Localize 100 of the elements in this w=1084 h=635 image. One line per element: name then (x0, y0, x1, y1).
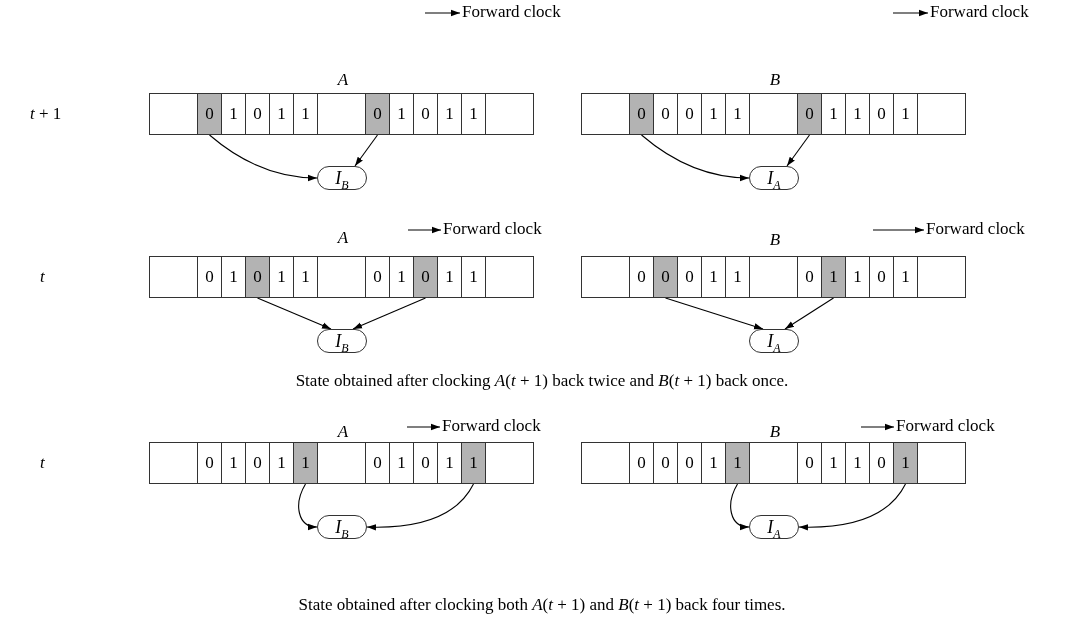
arrow (784, 297, 835, 330)
row-label: B (769, 70, 781, 90)
register-cell (149, 442, 198, 484)
register-cell: 1 (701, 256, 726, 298)
direction-label: Forward clock (462, 2, 561, 22)
register-cell: 1 (725, 442, 750, 484)
arrow (786, 134, 811, 167)
register-cell: 1 (821, 442, 846, 484)
register-cell: 0 (677, 93, 702, 135)
register-cell (749, 93, 798, 135)
register-cell (917, 256, 966, 298)
rounded-box: I$_{B}$ (317, 515, 367, 539)
register-cell: 1 (893, 93, 918, 135)
row-label: B (769, 422, 781, 442)
register-cell (581, 256, 630, 298)
register-cell: 1 (221, 93, 246, 135)
caption: State obtained after clocking both A(t + 1) and B(t + 1) back four times. (298, 595, 786, 615)
register-cell: 1 (461, 442, 486, 484)
register-cell: 1 (437, 93, 462, 135)
register-cell: 0 (653, 442, 678, 484)
register-cell (749, 442, 798, 484)
register-cell (149, 93, 198, 135)
register-cell: 0 (365, 256, 390, 298)
register-cell: 0 (365, 93, 390, 135)
arrow (640, 134, 750, 181)
register-cell: 1 (893, 256, 918, 298)
register-cell: 0 (677, 442, 702, 484)
register-cell: 0 (653, 256, 678, 298)
register-cell: 0 (869, 442, 894, 484)
arrow (798, 483, 907, 531)
register-cell: 1 (725, 256, 750, 298)
rounded-box: I$_{A}$ (749, 329, 799, 353)
direction-label: Forward clock (926, 219, 1025, 239)
register-cell: 0 (197, 93, 222, 135)
arrow (354, 134, 379, 167)
row-label: A (337, 70, 349, 90)
register-cell: 1 (461, 256, 486, 298)
register-cell: 1 (821, 93, 846, 135)
register-cell: 1 (389, 442, 414, 484)
rounded-box: I$_{B}$ (317, 329, 367, 353)
rounded-box: I$_{A}$ (749, 166, 799, 190)
direction-label: Forward clock (896, 416, 995, 436)
register-cell: 0 (869, 256, 894, 298)
register-cell: 0 (677, 256, 702, 298)
register-cell: 0 (629, 442, 654, 484)
register-cell: 1 (725, 93, 750, 135)
register-cell (581, 442, 630, 484)
arrow (664, 297, 764, 330)
register-cell: 0 (197, 442, 222, 484)
register-cell: 0 (869, 93, 894, 135)
register-cell: 1 (701, 442, 726, 484)
register-cell: 1 (389, 256, 414, 298)
arrow (208, 134, 318, 181)
register-cell: 0 (197, 256, 222, 298)
register-cell: 0 (365, 442, 390, 484)
register-cell: 1 (293, 93, 318, 135)
register-cell (581, 93, 630, 135)
register-cell: 1 (893, 442, 918, 484)
register-cell: 1 (845, 93, 870, 135)
register-cell: 1 (821, 256, 846, 298)
arrow (256, 297, 332, 330)
rounded-box: I$_{A}$ (749, 515, 799, 539)
register-cell: 1 (221, 256, 246, 298)
direction-label: Forward clock (442, 416, 541, 436)
register-cell: 1 (269, 256, 294, 298)
row-label: t (40, 453, 45, 473)
register-cell: 1 (389, 93, 414, 135)
register-cell (317, 442, 366, 484)
register-cell (149, 256, 198, 298)
register-cell: 1 (701, 93, 726, 135)
register-cell: 1 (269, 442, 294, 484)
row-label: t + 1 (30, 104, 62, 124)
register-cell: 0 (245, 256, 270, 298)
row-label: B (769, 230, 781, 250)
register-cell: 0 (653, 93, 678, 135)
register-cell (485, 93, 534, 135)
caption: State obtained after clocking A(t + 1) back twice and B(t + 1) back once. (295, 371, 789, 391)
register-cell: 1 (221, 442, 246, 484)
register-cell (317, 256, 366, 298)
arrow (730, 483, 750, 530)
arrow (366, 483, 475, 531)
register-cell: 1 (437, 256, 462, 298)
register-cell: 1 (845, 442, 870, 484)
register-cell: 0 (245, 442, 270, 484)
register-cell: 1 (293, 442, 318, 484)
register-cell (485, 256, 534, 298)
rounded-box: I$_{B}$ (317, 166, 367, 190)
register-cell: 1 (461, 93, 486, 135)
row-label: A (337, 228, 349, 248)
register-cell (917, 442, 966, 484)
register-cell: 0 (797, 93, 822, 135)
register-cell: 0 (629, 256, 654, 298)
direction-label: Forward clock (443, 219, 542, 239)
register-cell: 0 (797, 442, 822, 484)
register-cell: 0 (797, 256, 822, 298)
arrow (352, 297, 427, 330)
register-cell: 1 (437, 442, 462, 484)
register-cell: 0 (629, 93, 654, 135)
register-cell: 1 (845, 256, 870, 298)
register-cell: 1 (269, 93, 294, 135)
